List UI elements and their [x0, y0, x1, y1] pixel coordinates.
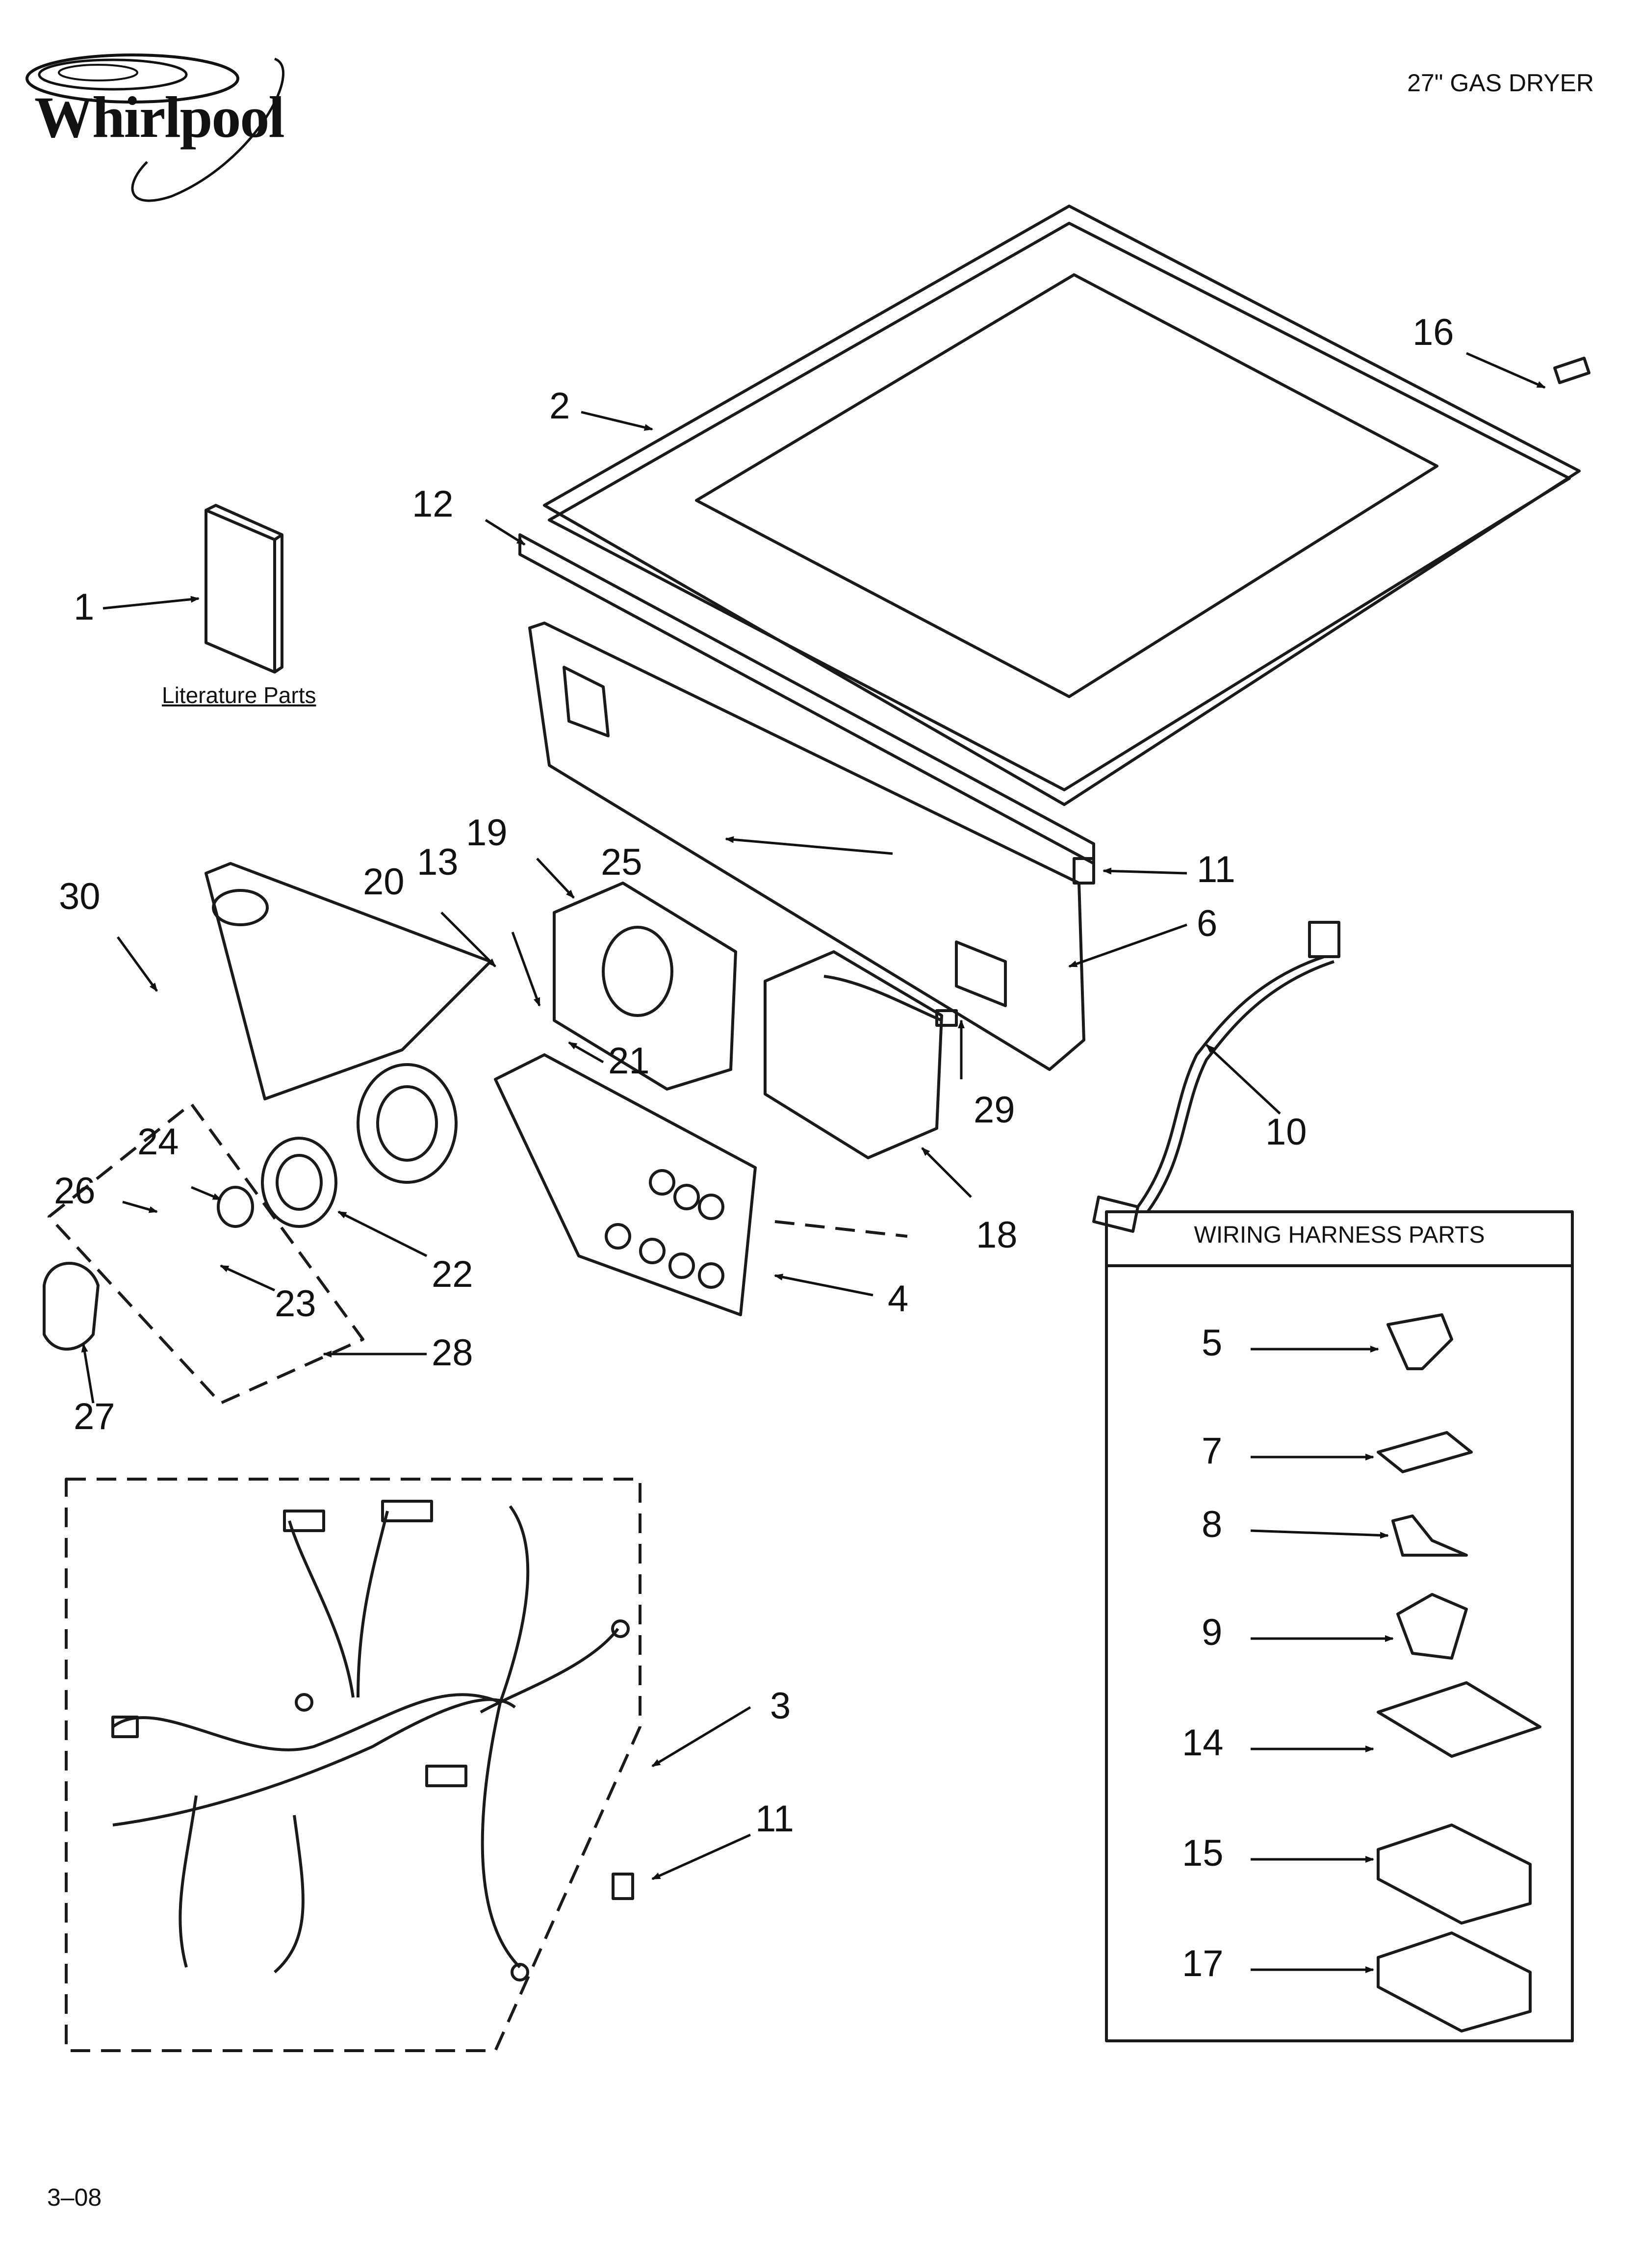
- harness-item-14: 14: [1182, 1722, 1224, 1764]
- console-bracket: [528, 622, 1085, 1071]
- dashed-outlines: [48, 1102, 908, 2052]
- callout-10: 10: [1265, 1111, 1307, 1153]
- power-cord-harness: [1092, 921, 1340, 1233]
- callout-1: 1: [74, 586, 95, 628]
- callout-18: 18: [976, 1214, 1018, 1256]
- dial-assembly: [217, 1063, 458, 1228]
- top-panel: [543, 205, 1581, 806]
- control-knob: [43, 1262, 100, 1351]
- callout-13: 13: [417, 841, 459, 883]
- callout-6: 6: [1197, 903, 1218, 944]
- wiring-harness-parts-box: [1105, 1210, 1574, 2042]
- callout-11-upper: 11: [1197, 849, 1235, 890]
- callout-3: 3: [770, 1685, 791, 1727]
- harness-item-7: 7: [1202, 1430, 1223, 1472]
- box-part-icons: [1377, 1313, 1541, 2033]
- console-front-panel: [494, 1053, 757, 1316]
- callout-22: 22: [432, 1253, 473, 1295]
- model-title: 27" GAS DRYER: [1407, 69, 1594, 97]
- callout-24: 24: [137, 1121, 179, 1163]
- callout-19: 19: [466, 812, 508, 854]
- callout-30: 30: [59, 876, 101, 917]
- screws: [612, 357, 1591, 1900]
- leader-arrows: [81, 352, 1546, 1973]
- callout-25: 25: [601, 841, 642, 883]
- literature-parts-label: Literature Parts: [162, 682, 316, 708]
- main-wiring-harness: [111, 1500, 630, 1981]
- callout-16: 16: [1412, 312, 1454, 353]
- callout-26: 26: [54, 1170, 96, 1212]
- control-board: [553, 882, 943, 1159]
- callout-20: 20: [363, 861, 405, 903]
- logo-swoosh-icon: [26, 53, 284, 202]
- callout-27: 27: [74, 1396, 115, 1437]
- callout-2: 2: [549, 385, 570, 427]
- wiring-harness-title: WIRING HARNESS PARTS: [1194, 1222, 1485, 1248]
- callout-23: 23: [275, 1283, 316, 1325]
- harness-item-5: 5: [1202, 1322, 1223, 1364]
- callout-29: 29: [974, 1089, 1015, 1131]
- callout-4: 4: [888, 1278, 909, 1320]
- jumper-wire: [823, 975, 958, 1027]
- console-housing: [205, 862, 492, 1100]
- callout-12: 12: [412, 483, 454, 525]
- harness-item-8: 8: [1202, 1504, 1223, 1545]
- callout-11-lower: 11: [755, 1798, 794, 1840]
- brand-wordmark: Whirlpool: [34, 84, 285, 150]
- harness-item-9: 9: [1202, 1612, 1223, 1653]
- page-code: 3–08: [47, 2184, 102, 2211]
- callout-28: 28: [432, 1332, 473, 1374]
- callout-21: 21: [608, 1040, 650, 1082]
- literature-booklet: [205, 504, 283, 674]
- harness-item-17: 17: [1182, 1943, 1224, 1984]
- harness-item-15: 15: [1182, 1832, 1224, 1874]
